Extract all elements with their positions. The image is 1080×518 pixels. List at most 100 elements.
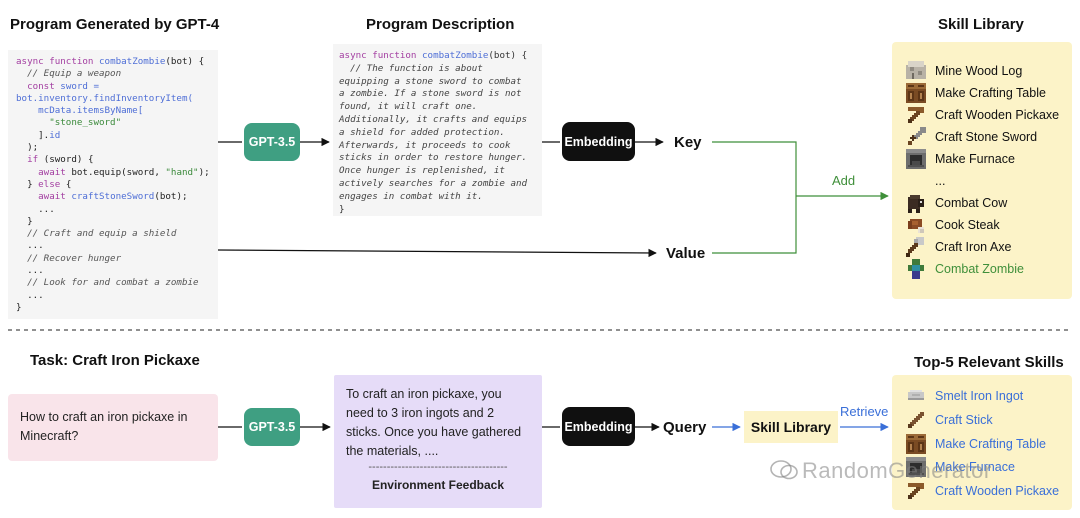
skill-label: Make Crafting Table [935, 436, 1046, 451]
code-token: combatZombie [422, 50, 489, 61]
code-token: // Craft and equip a shield [16, 228, 177, 240]
iron-ingot-icon [906, 386, 926, 406]
crafting-table-icon [906, 433, 926, 454]
skill-label: Make Crafting Table [935, 86, 1046, 100]
skill-item: Smelt Iron Ingot [906, 385, 1023, 407]
code-token: { [65, 178, 72, 190]
description-line: sticks in order to restore hunger. [339, 152, 528, 164]
description-line: Additionally, it crafts and equips [339, 113, 528, 125]
code-token: ... [16, 203, 55, 215]
skill-item: Make Furnace [906, 456, 1015, 478]
skill-item: Combat Zombie [906, 258, 1024, 280]
code-line: ... [16, 265, 210, 277]
description-line: Afterwards, it proceeds to cook [339, 139, 511, 151]
top5-title: Top-5 Relevant Skills [914, 354, 1064, 371]
code-line: await bot.equip(sword, "hand"); [16, 167, 210, 179]
value-label: Value [666, 245, 706, 262]
gpt35-node-top: GPT-3.5 [244, 123, 300, 161]
crafting-table-icon [906, 83, 926, 103]
retrieve-label: Retrieve [840, 404, 889, 419]
code-token: await [38, 191, 72, 203]
skill-item: Craft Iron Axe [906, 236, 1011, 258]
description-line: found, it will craft one. [339, 101, 478, 113]
code-line: ].id [16, 130, 210, 142]
code-line: "stone_sword" [16, 117, 210, 129]
code-token: function [49, 56, 99, 67]
code-token: mcData.itemsByName[ [38, 105, 144, 117]
code-token: async [339, 50, 373, 61]
code-line: ... [16, 204, 210, 216]
skill-library-node: Skill Library [744, 411, 838, 443]
environment-feedback-label: Environment Feedback [371, 478, 505, 492]
description-line: Once hunger is replenished, it [339, 165, 505, 177]
skill-label: Make Furnace [935, 152, 1015, 166]
code-line: } else { [16, 179, 210, 191]
zombie-icon [906, 259, 926, 279]
code-token: const [27, 80, 61, 92]
code-line: } [16, 216, 210, 228]
embedding-node-top: Embedding [562, 122, 635, 161]
code-token: (sword) { [43, 154, 94, 166]
description-line: a zombie. If a stone sword is not [339, 88, 522, 100]
skill-item: Mine Wood Log [906, 60, 1022, 82]
skill-item: Make Furnace [906, 148, 1015, 170]
skill-item: Make Crafting Table [906, 433, 1046, 455]
code-line: async function combatZombie(bot) { [16, 56, 210, 68]
code-token: ); [16, 142, 39, 154]
code-line: // Equip a weapon [16, 68, 210, 80]
code-token: } [16, 301, 22, 313]
code-line: // Recover hunger [16, 253, 210, 265]
code-line: } [16, 302, 210, 314]
skill-item: Craft Stone Sword [906, 126, 1037, 148]
skill-library-title: Skill Library [938, 16, 1024, 33]
wooden-pickaxe-icon [906, 105, 926, 125]
code-token: ... [16, 289, 44, 301]
description-line: engages in combat with it. [339, 190, 483, 202]
cow-icon [906, 193, 926, 213]
embedding-node-bottom: Embedding [562, 407, 635, 446]
skill-label: Smelt Iron Ingot [935, 389, 1024, 403]
description-line: equipping a stone sword to combat [339, 75, 522, 87]
code-token: function [372, 50, 422, 61]
code-token: if [27, 154, 44, 166]
code-line: // Craft and equip a shield [16, 228, 210, 240]
stone-sword-icon [906, 127, 926, 147]
feedback-divider: -------------------------------------- [368, 462, 508, 472]
key-label: Key [674, 134, 702, 151]
wooden-pickaxe-icon [906, 481, 926, 501]
furnace-icon [906, 457, 926, 478]
code-line: mcData.itemsByName[ [16, 105, 210, 117]
skill-label: Combat Zombie [935, 262, 1024, 276]
code-token: ... [16, 240, 44, 252]
code-token: // Equip a weapon [16, 68, 122, 80]
code-line: // Look for and combat a zombie [16, 277, 210, 289]
code-token: combatZombie [99, 56, 166, 67]
code-token: } [16, 178, 39, 190]
code-line: await craftStoneSword(bot); [16, 191, 210, 203]
iron-axe-icon [906, 237, 926, 257]
skill-item: Craft Wooden Pickaxe [906, 480, 1059, 502]
description-line: a shield for added protection. [339, 126, 505, 138]
code-token: bot. [16, 92, 39, 104]
skill-item: ... [906, 170, 945, 192]
skill-label: Make Furnace [935, 460, 1015, 475]
description-line: actively searches for a zombie and [339, 177, 528, 189]
code-token: await [38, 166, 72, 178]
steak-icon [906, 215, 926, 235]
code-token: inventory.findInventoryItem( [38, 92, 194, 104]
add-connector-value [712, 196, 797, 254]
program-description-block: async function combatZombie(bot) { // Th… [333, 44, 542, 216]
skill-label: Combat Cow [935, 196, 1008, 210]
code-token: // Look for and combat a zombie [16, 277, 199, 289]
gpt35-node-bottom: GPT-3.5 [244, 408, 300, 446]
skill-label: ... [935, 174, 946, 188]
code-token: bot.equip(sword, [71, 166, 166, 178]
code-token: ]. [16, 129, 50, 141]
skill-label: Cook Steak [935, 218, 1000, 232]
task-title: Task: Craft Iron Pickaxe [30, 352, 200, 369]
code-token: "hand" [165, 166, 199, 178]
wechat-icon [770, 459, 798, 481]
